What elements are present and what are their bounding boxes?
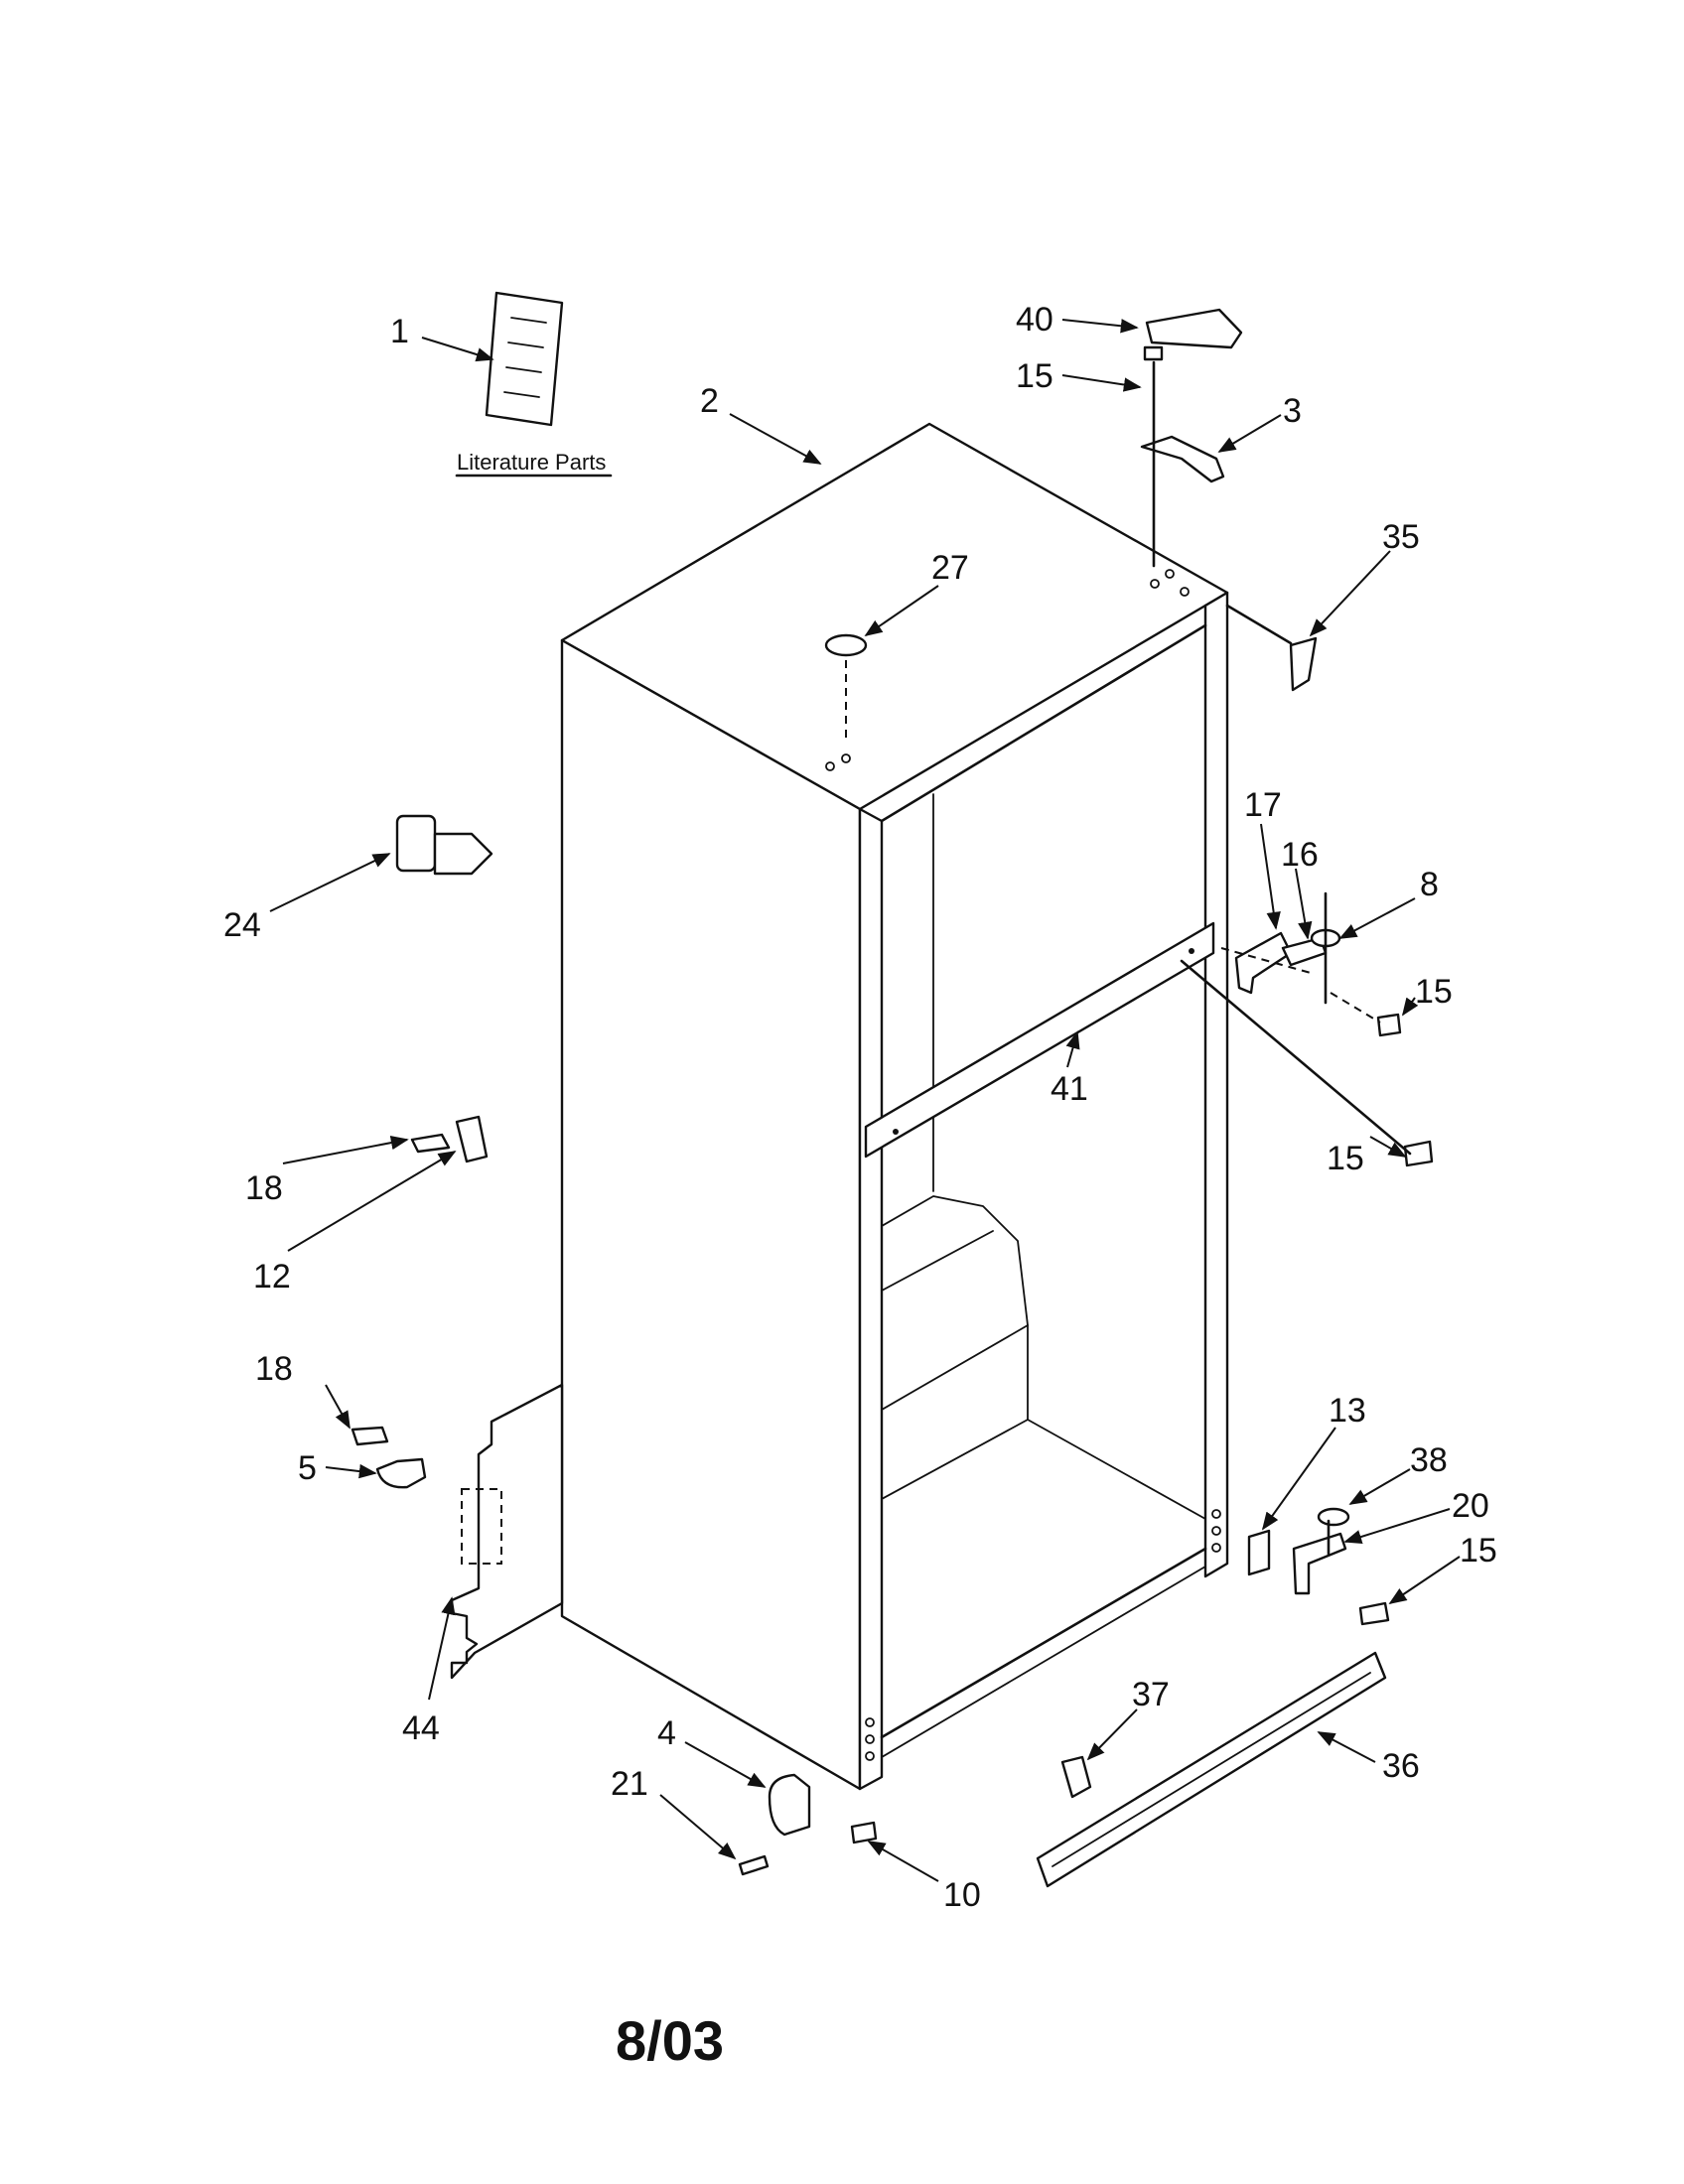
callout-3: 3 (1283, 392, 1302, 430)
callout-labels: 1 2 40 15 3 35 27 24 17 16 8 15 41 15 18… (223, 301, 1497, 1914)
callout-37: 37 (1132, 1676, 1170, 1713)
bracket-and-screw (410, 1115, 489, 1163)
callout-38: 38 (1410, 1441, 1448, 1479)
callout-15: 15 (1415, 973, 1453, 1011)
callout-1: 1 (390, 313, 409, 350)
callout-44: 44 (402, 1709, 440, 1747)
callout-18: 18 (255, 1350, 293, 1388)
callout-40: 40 (1016, 301, 1053, 339)
callout-15: 15 (1327, 1140, 1364, 1177)
clamp-and-screw (351, 1426, 427, 1489)
callout-36: 36 (1382, 1747, 1420, 1785)
top-hinge (1140, 345, 1225, 568)
hinge-cover (1145, 308, 1243, 349)
callout-4: 4 (657, 1714, 676, 1752)
rear-panel (450, 1383, 564, 1680)
leveling-leg (395, 814, 493, 876)
callout-24: 24 (223, 906, 261, 944)
literature-booklet (455, 291, 613, 478)
literature-caption: Literature Parts (457, 450, 606, 475)
callout-20: 20 (1452, 1487, 1489, 1525)
hinge-clip (1225, 604, 1318, 692)
divider-rail (864, 921, 1215, 1159)
lower-hinge-assembly (1247, 1507, 1390, 1626)
date-code: 8/03 (616, 2009, 724, 2072)
callout-10: 10 (943, 1876, 981, 1914)
callout-12: 12 (253, 1258, 291, 1296)
callout-2: 2 (700, 382, 719, 420)
callout-41: 41 (1051, 1070, 1088, 1108)
refrigerator-cabinet (560, 422, 1229, 1791)
callout-16: 16 (1281, 836, 1319, 874)
leader-lines (269, 319, 1461, 1882)
callout-13: 13 (1329, 1392, 1366, 1430)
callout-8: 8 (1420, 866, 1439, 903)
callout-15: 15 (1460, 1532, 1497, 1570)
callout-27: 27 (931, 549, 969, 587)
toe-grille (1036, 1651, 1387, 1888)
center-hinge-assembly (1180, 891, 1434, 1167)
callout-18: 18 (245, 1169, 283, 1207)
callout-35: 35 (1382, 518, 1420, 556)
callout-5: 5 (298, 1449, 317, 1487)
plug (824, 633, 868, 740)
callout-17: 17 (1244, 786, 1282, 824)
roller-assembly (738, 1773, 878, 1876)
callout-21: 21 (611, 1765, 648, 1803)
callout-15: 15 (1016, 357, 1053, 395)
